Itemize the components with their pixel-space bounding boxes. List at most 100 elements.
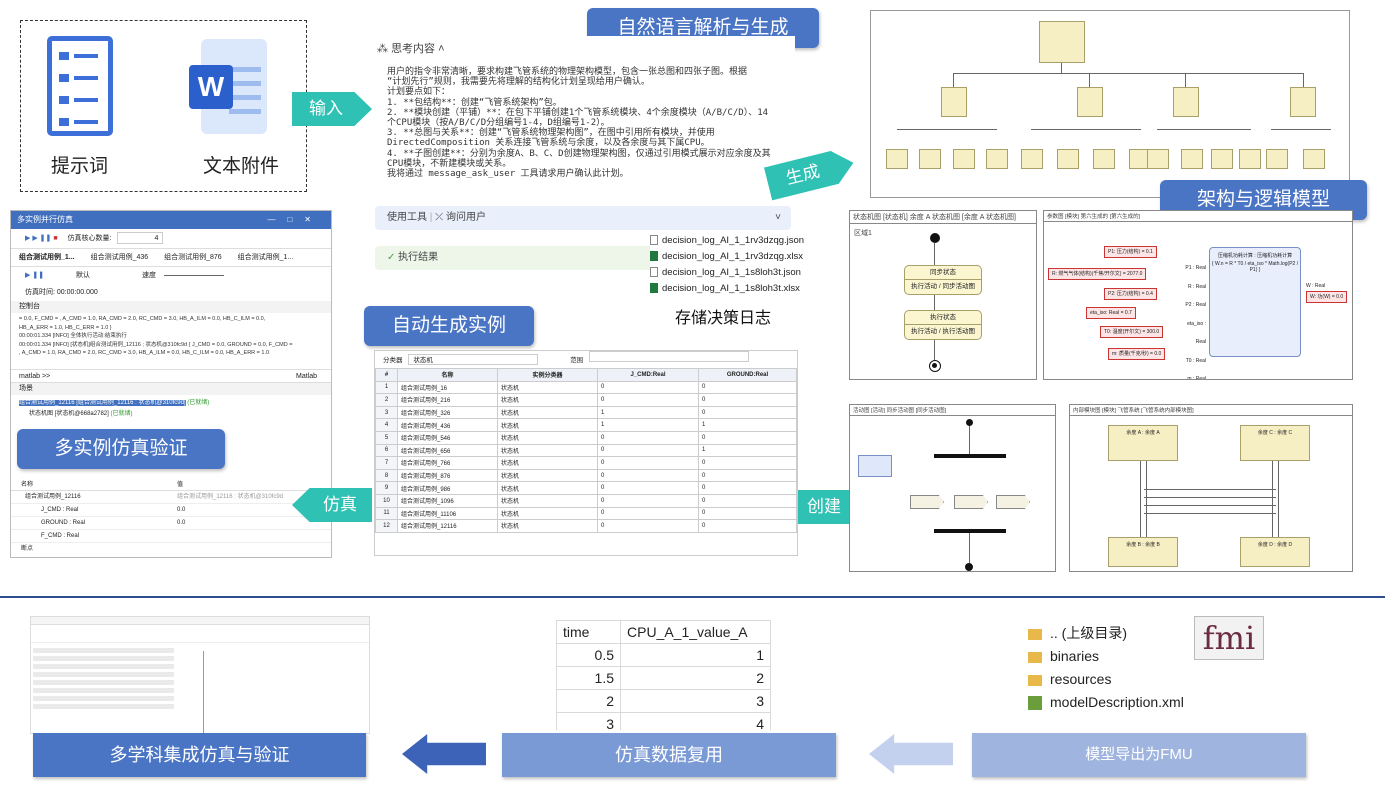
action-node bbox=[910, 495, 944, 509]
param-input: T0: 温度(开尔文) = 300.0 bbox=[1100, 326, 1164, 338]
cpu-block bbox=[1239, 149, 1261, 169]
stop-icon[interactable]: ■ bbox=[53, 235, 58, 242]
state-machine-diagram: 状态机图 [状态机] 余度 A 状态机图 [余度 A 状态机图] 区域1 同步状… bbox=[849, 210, 1037, 380]
scene-item[interactable]: 组合测试用例_12116 [组合测试用例_12116 : 状态机@310fc9d… bbox=[19, 398, 323, 409]
cell-classifier: 状态机 bbox=[497, 481, 598, 495]
link bbox=[1271, 129, 1331, 130]
link bbox=[1157, 129, 1251, 130]
variables-panel: 名称 值 组合测试用例_12116 组合测试用例_12116 : 状态机@310… bbox=[11, 479, 331, 557]
folder-item[interactable]: modelDescription.xml bbox=[1028, 691, 1198, 714]
file-item[interactable]: decision_log_AI_1_1s8loh3t.xlsx bbox=[650, 281, 805, 297]
scene-tree: 组合测试用例_12116 [组合测试用例_12116 : 状态机@310fc9d… bbox=[11, 395, 331, 425]
folder-name: .. (上级目录) bbox=[1050, 625, 1127, 641]
file-name: decision_log_AI_1_1s8loh3t.xlsx bbox=[662, 283, 800, 294]
tab-case[interactable]: 组合测试用例_1... bbox=[237, 254, 294, 261]
final-node bbox=[965, 563, 973, 571]
status-badge: (已就绪) bbox=[110, 411, 133, 417]
var-row[interactable]: J_CMD : Real 0.0 bbox=[11, 504, 331, 517]
cell-name: 组合测试用例_1096 bbox=[397, 493, 498, 508]
tools-bar[interactable]: 使用工具 | ⤫ 询问用户 ˅ bbox=[375, 206, 791, 230]
status-badge: (已就绪) bbox=[187, 400, 210, 406]
row-number: 3 bbox=[375, 405, 398, 420]
chevron-down-icon: ˅ bbox=[775, 212, 781, 223]
integration-sim-thumbnail bbox=[30, 616, 370, 734]
port-label: eta_iso : Real bbox=[1187, 320, 1206, 346]
var-header-value: 值 bbox=[177, 482, 184, 488]
folder-item[interactable]: resources bbox=[1028, 668, 1198, 691]
thinking-header[interactable]: ⁂ 思考内容 ˄ bbox=[377, 40, 445, 56]
breakpoint-row[interactable]: 断点 bbox=[11, 543, 331, 556]
column-header: time bbox=[556, 620, 621, 644]
row-number: 2 bbox=[375, 393, 398, 407]
json-file-icon bbox=[650, 267, 658, 278]
scope-input[interactable] bbox=[588, 351, 749, 362]
tab-case[interactable]: 组合测试用例_1... bbox=[19, 254, 75, 261]
classifier-value[interactable]: 状态机 bbox=[408, 354, 539, 365]
ask-user-label: 询问用户 bbox=[445, 212, 486, 223]
folder-item[interactable]: .. (上级目录) bbox=[1028, 622, 1198, 645]
flow-step-fmu-export: 模型导出为FMU bbox=[972, 733, 1306, 777]
folder-item[interactable]: binaries bbox=[1028, 645, 1198, 668]
console-line: , A_CMD = 1.0, RA_CMD = 2.0, RC_CMD = 3.… bbox=[19, 350, 270, 357]
var-value: 0.0 bbox=[177, 507, 186, 513]
file-item[interactable]: decision_log_AI_1_1rv3dzqg.json bbox=[650, 233, 805, 249]
cpu-block bbox=[1266, 149, 1288, 169]
cell-time: 0.5 bbox=[556, 643, 621, 667]
file-name: decision_log_AI_1_1s8loh3t.json bbox=[662, 267, 801, 278]
var-name: 组合测试用例_12116 bbox=[25, 494, 81, 500]
cell-classifier: 状态机 bbox=[497, 519, 598, 533]
file-item[interactable]: decision_log_AI_1_1rv3dzqg.xlsx bbox=[650, 249, 805, 265]
var-row[interactable]: 组合测试用例_12116 组合测试用例_12116 : 状态机@310fc9d bbox=[11, 491, 331, 504]
tab-case[interactable]: 组合测试用例_436 bbox=[90, 254, 149, 261]
cpu-block bbox=[1147, 149, 1169, 169]
classifier-label: 分类器 bbox=[383, 357, 403, 364]
var-row[interactable]: GROUND : Real 0.0 bbox=[11, 517, 331, 530]
result-bar[interactable]: ✓ 执行结果 bbox=[375, 246, 665, 270]
param-title: 参数图 [模块] 第六生成的 [第六生成的] bbox=[1044, 211, 1352, 222]
run-icon[interactable]: ▶ ▶ ❚❚ bbox=[25, 235, 52, 242]
var-row[interactable]: F_CMD : Real bbox=[11, 530, 331, 543]
thinking-line: 个CPU模块（按A/B/C/D分组编号1-4，D组编号1-2）。 bbox=[387, 118, 610, 129]
cell-ground: 0 bbox=[698, 468, 797, 483]
instance-table-panel: 分类器 状态机 范围 # 名称 实例分类器 J_CMD:Real GROUND:… bbox=[374, 350, 798, 556]
console-input[interactable]: matlab >> Matlab bbox=[11, 369, 331, 383]
speed-slider[interactable] bbox=[163, 274, 224, 276]
cell-classifier: 状态机 bbox=[497, 405, 598, 420]
result-label: 执行结果 bbox=[398, 252, 439, 263]
breakpoint-label: 断点 bbox=[21, 546, 34, 552]
cell-ground: 0 bbox=[698, 493, 797, 508]
initial-node bbox=[930, 233, 940, 243]
console-mode[interactable]: Matlab bbox=[295, 373, 317, 380]
cell-classifier: 状态机 bbox=[497, 380, 598, 395]
json-file-icon bbox=[650, 235, 658, 246]
scene-item[interactable]: 状态机图 [状态机@668a2782] (已就绪) bbox=[19, 409, 323, 420]
run-icon[interactable]: ▶ ❚❚ bbox=[25, 272, 45, 279]
system-block bbox=[1039, 21, 1085, 63]
window-controls[interactable]: —□✕ bbox=[267, 215, 323, 224]
thinking-text: 用户的指令非常清晰，要求构建飞管系统的物理架构模型，包含一张总图和四张子图。根据… bbox=[387, 67, 771, 179]
console-line: 00:00:01.334 [INFO] [状态机]组合测试用例_12116 ; … bbox=[19, 341, 293, 348]
core-input[interactable]: 4 bbox=[117, 232, 164, 244]
redundancy-block bbox=[1290, 87, 1316, 117]
tab-case[interactable]: 组合测试用例_876 bbox=[164, 254, 222, 261]
scene-item-label: 状态机图 [状态机@668a2782] bbox=[29, 411, 109, 417]
port-label: T0 : Real bbox=[1185, 357, 1206, 364]
file-item[interactable]: decision_log_AI_1_1s8loh3t.json bbox=[650, 265, 805, 281]
